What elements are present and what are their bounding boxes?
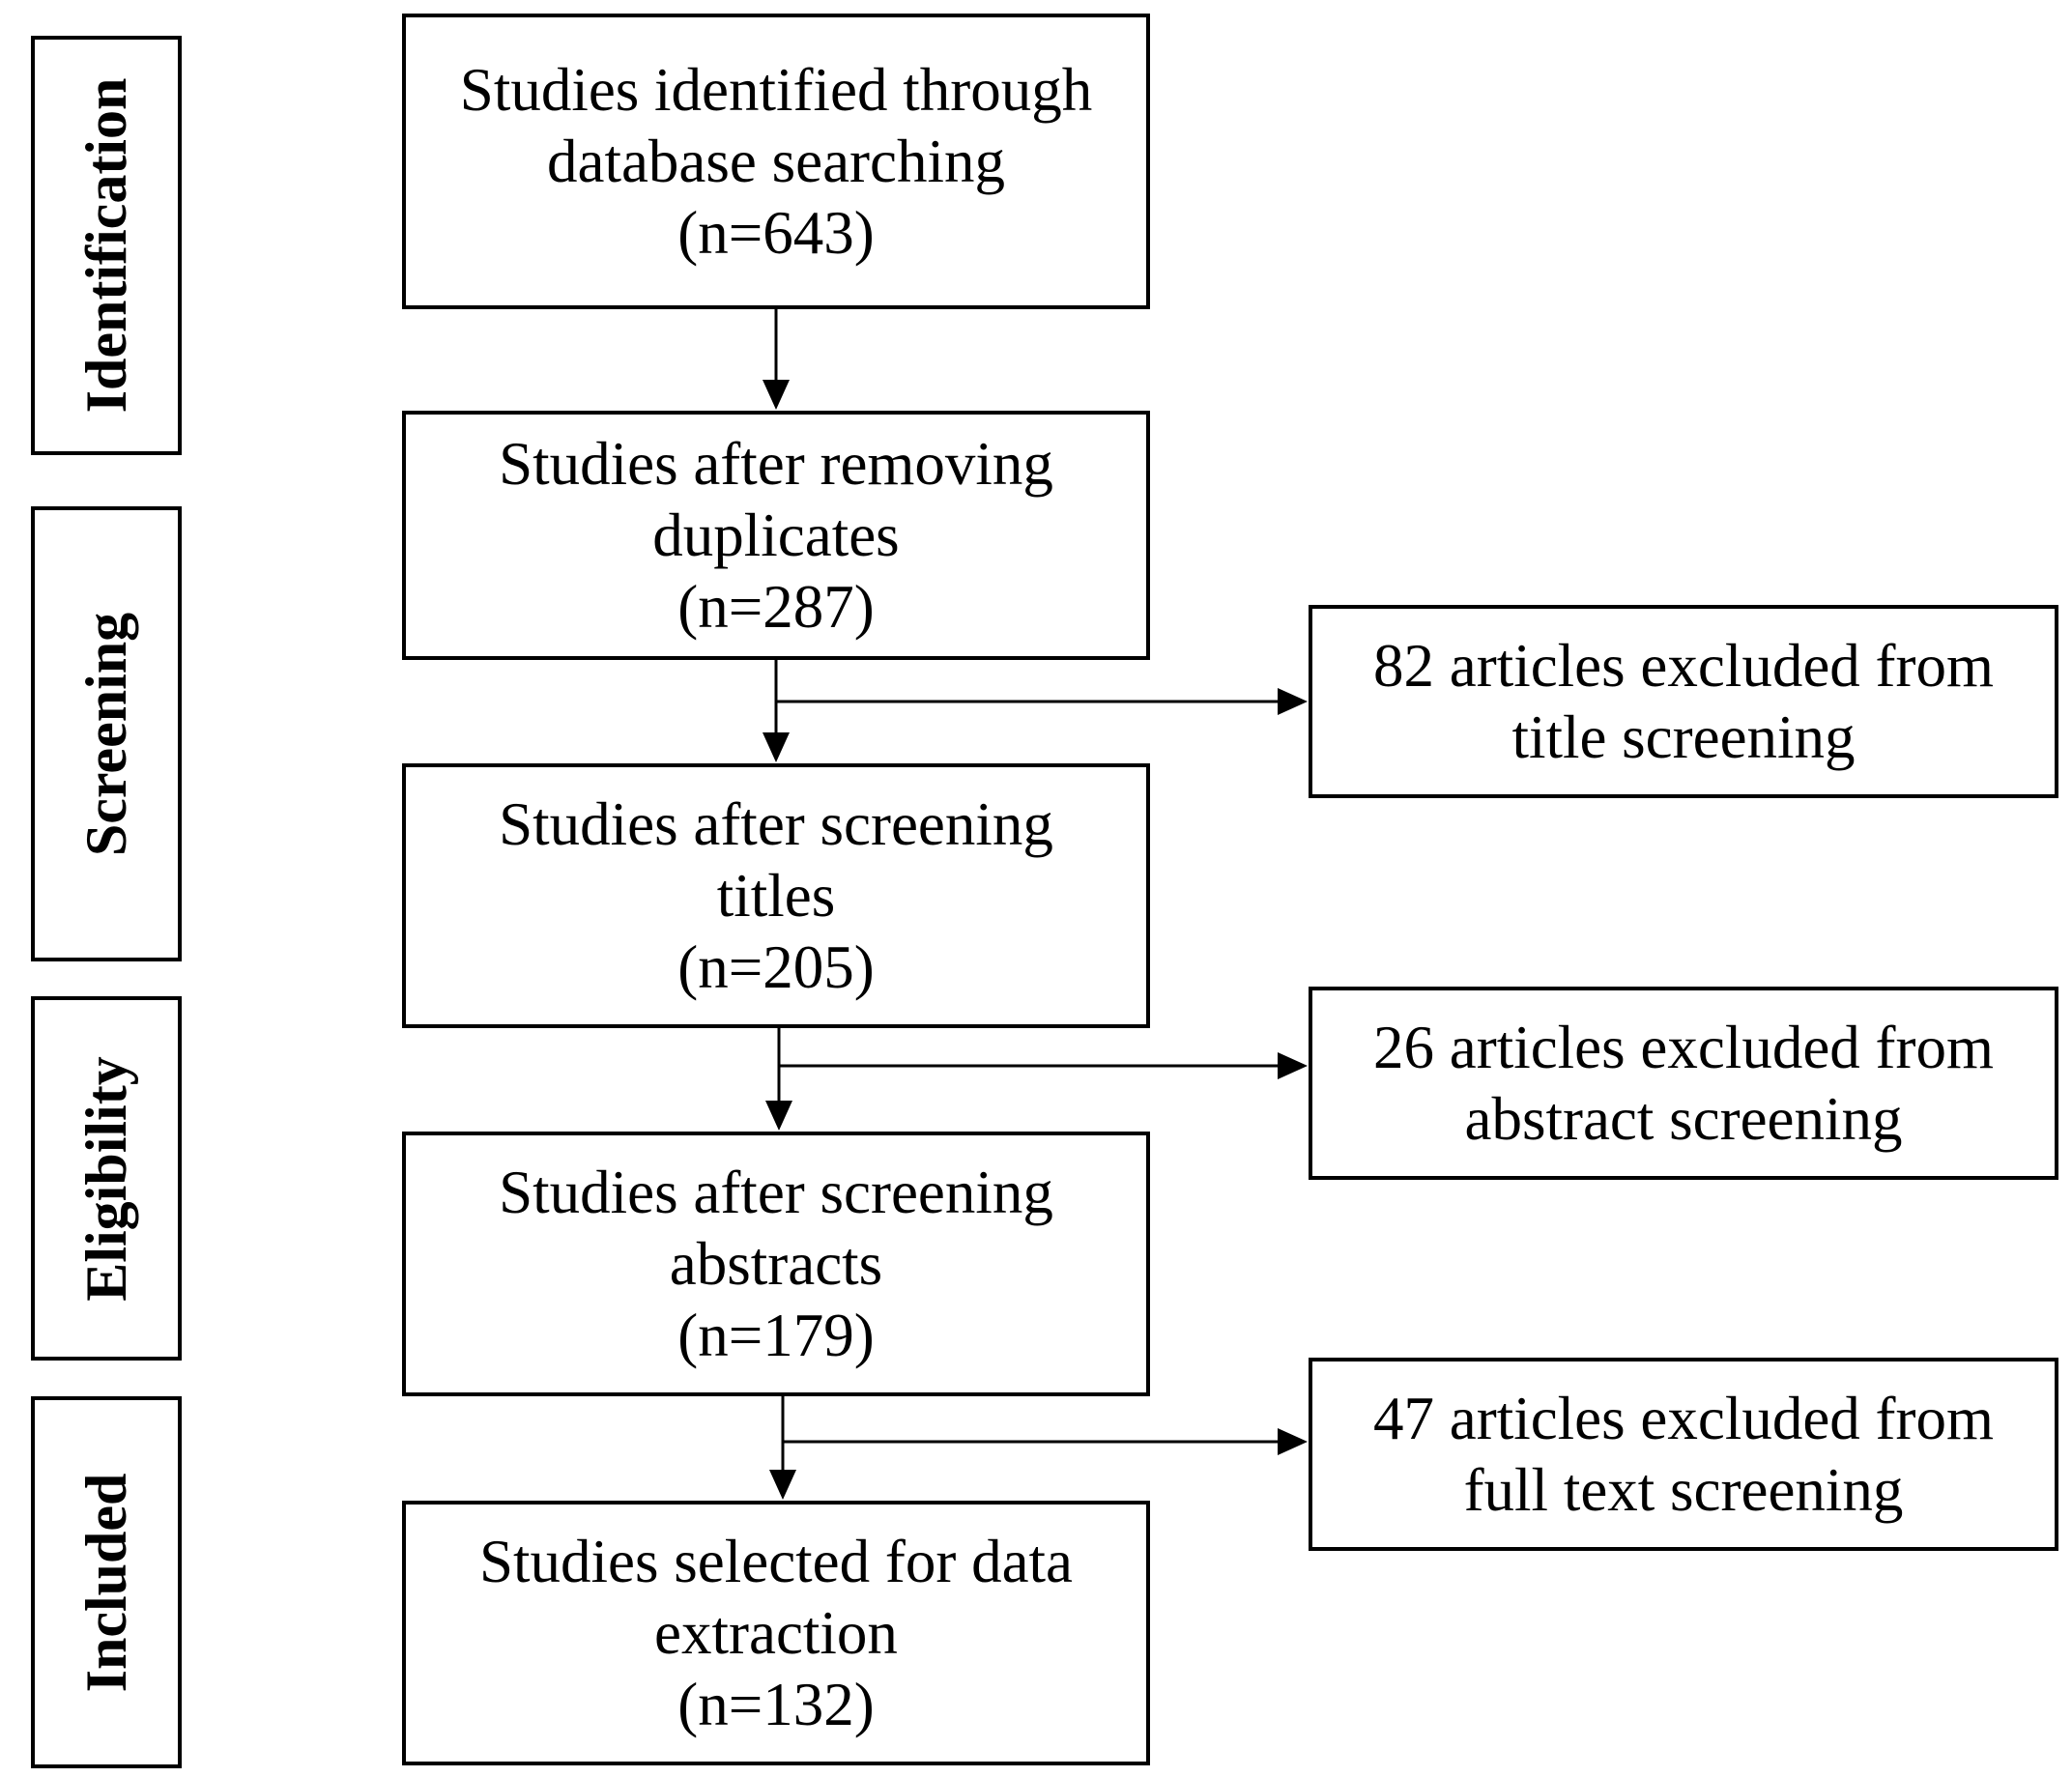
box-count: (n=132) (677, 1671, 875, 1738)
stage-eligibility: Eligibility (31, 996, 182, 1361)
box-line: duplicates (652, 502, 900, 569)
box-count: (n=287) (677, 573, 875, 641)
box-studies-selected: Studies selected for data extraction (n=… (402, 1501, 1150, 1765)
box-studies-after-title-screening: Studies after screening titles (n=205) (402, 763, 1150, 1028)
box-count: (n=205) (677, 933, 875, 1001)
box-count: (n=179) (677, 1302, 875, 1369)
box-line: Studies selected for data (478, 1528, 1074, 1595)
box-line: Studies after screening (499, 790, 1053, 858)
arrowhead-to-abstract-exclusion (1278, 1052, 1308, 1079)
box-line: 47 articles excluded from (1373, 1385, 1994, 1452)
box-excluded-abstract-screening: 26 articles excluded from abstract scree… (1309, 987, 2058, 1180)
box-line: 26 articles excluded from (1373, 1014, 1994, 1081)
box-line: title screening (1511, 703, 1856, 771)
box-line: abstract screening (1464, 1085, 1903, 1153)
box-line: extraction (654, 1599, 898, 1667)
box-excluded-title-screening: 82 articles excluded from title screenin… (1309, 605, 2058, 798)
stage-identification-label: Identification (74, 77, 138, 414)
stage-included: Included (31, 1396, 182, 1768)
box-line: Studies after screening (499, 1159, 1053, 1226)
arrowhead-titles-to-abstracts (765, 1101, 792, 1131)
box-studies-after-deduplication: Studies after removing duplicates (n=287… (402, 411, 1150, 660)
arrowhead-identified-to-dedup (763, 380, 790, 410)
stage-screening: Screening (31, 506, 182, 961)
stage-eligibility-label: Eligibility (74, 1055, 138, 1302)
box-studies-identified: Studies identified through database sear… (402, 14, 1150, 309)
box-line: full text screening (1463, 1456, 1904, 1524)
box-line: database searching (546, 128, 1005, 195)
box-excluded-full-text-screening: 47 articles excluded from full text scre… (1309, 1358, 2058, 1551)
stage-identification: Identification (31, 36, 182, 455)
arrowhead-dedup-to-titles (763, 732, 790, 762)
arrowhead-abstracts-to-selected (769, 1470, 796, 1500)
box-line: Studies identified through (459, 56, 1093, 124)
box-studies-after-abstract-screening: Studies after screening abstracts (n=179… (402, 1132, 1150, 1396)
box-count: (n=643) (677, 199, 875, 267)
arrowhead-to-title-exclusion (1278, 688, 1308, 715)
box-line: titles (716, 862, 836, 930)
box-line: Studies after removing (499, 430, 1053, 498)
box-line: 82 articles excluded from (1373, 632, 1994, 700)
box-line: abstracts (669, 1230, 883, 1298)
arrowhead-to-full-text-exclusion (1278, 1428, 1308, 1455)
stage-included-label: Included (74, 1473, 138, 1692)
stage-screening-label: Screening (74, 612, 138, 856)
